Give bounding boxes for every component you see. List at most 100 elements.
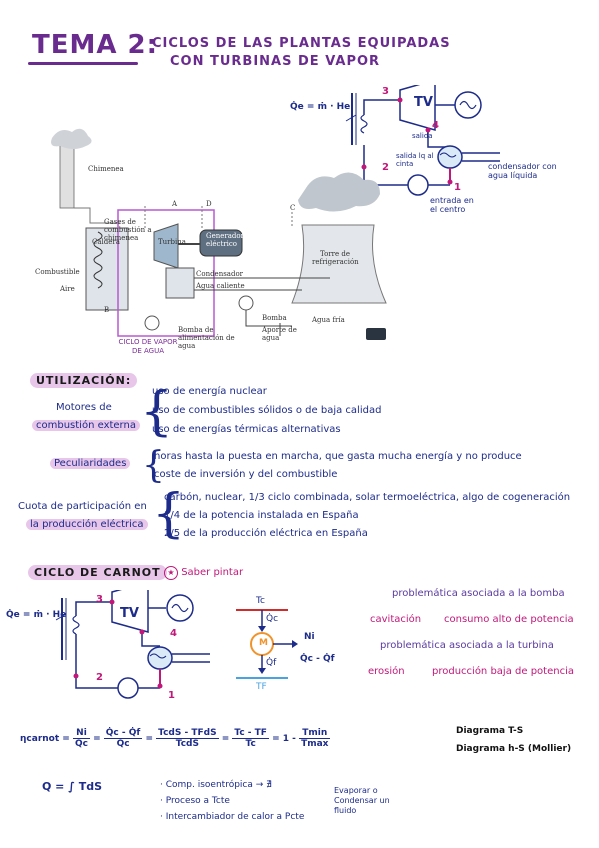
label-aire: Aire (60, 285, 75, 293)
engine-qc: Q̇c (266, 614, 279, 624)
top-salida-label: salida (412, 132, 433, 140)
title-subtitle: CICLOS DE LAS PLANTAS EQUIPADAS CON TURB… (152, 35, 451, 71)
bullet-3: · Intercambiador de calor a Pcte (160, 812, 305, 822)
eq-frac-2-num: Q̇c - Q̇f (103, 728, 143, 739)
utilizacion-heading-text: UTILIZACIÓN: (30, 373, 138, 388)
label-aporte: Aporte de agua (262, 326, 297, 342)
eq-frac-3-num: TcdS - TFdS (156, 728, 219, 739)
motores-item-2: uso de combustibles sólidos o de baja ca… (152, 405, 382, 416)
top-schematic-drawing (345, 79, 500, 196)
evaporar-note: Evaporar o Condensar un fluido (334, 786, 390, 815)
label-agua-caliente: Agua caliente (196, 282, 245, 290)
eq-frac-5-num: Tmin (299, 728, 331, 739)
power-plant-figure (30, 128, 420, 360)
carnot-tv-label: TV (120, 606, 139, 621)
title-underline (28, 62, 138, 65)
engine-qf: Q̇f (266, 658, 277, 668)
engine-tc: Tc (256, 596, 265, 606)
carnot-schematic (20, 581, 220, 700)
label-condensador: Condensador (196, 270, 244, 278)
engine-ni: Ni (304, 632, 315, 642)
eq-frac-4-num: Tc - TF (232, 728, 269, 739)
label-turbina: Turbina (158, 238, 186, 246)
top-q-label: Q̇e = ṁ · He (290, 102, 351, 112)
cuota-label-2: la producción eléctrica (26, 519, 148, 530)
bullet-2-text: Proceso a Tcte (165, 796, 230, 806)
peculiaridades-brace: { (142, 445, 165, 486)
label-agua-fria: Agua fría (312, 316, 345, 324)
label-region-d: D (206, 200, 212, 208)
eq-frac-5-den: Tmax (301, 739, 329, 749)
label-caldera: Caldera (92, 238, 120, 246)
peculiaridades-item-2: coste de inversión y del combustible (154, 469, 338, 480)
carnot-node-1: 1 (168, 690, 175, 701)
motores-label-1: Motores de (56, 402, 112, 413)
eq-eta: ηcarnot (20, 734, 60, 744)
motores-label-2: combustión externa (32, 420, 140, 431)
top-entrada-label: entrada en el centro (430, 196, 474, 214)
top-rankine-schematic (290, 79, 590, 225)
eq-frac-4-den: Tc (245, 739, 256, 749)
carnot-node-4: 4 (170, 628, 177, 639)
cuota-brace: { (152, 484, 186, 544)
cavitacion: cavitación (370, 614, 422, 625)
title-line-2: CON TURBINAS DE VAPOR (170, 54, 381, 69)
motores-item-1: uso de energía nuclear (152, 386, 267, 397)
power-plant-drawing (51, 128, 387, 340)
carnot-heading-text: CICLO DE CARNOT (28, 565, 167, 580)
cuota-item-3: 2/5 de la producción eléctrica en España (164, 528, 368, 539)
star-icon: ★ (164, 566, 178, 580)
title-tema: TEMA 2: (32, 30, 159, 60)
eq-frac-2-den: Q̇c (116, 739, 130, 749)
top-condensador-label: condensador con agua líquida (488, 162, 557, 180)
motores-item-3: uso de energías térmicas alternativas (152, 424, 341, 435)
label-combustible: Combustible (35, 268, 80, 276)
peculiaridades-label: Peculiaridades (50, 458, 131, 469)
engine-m: M (259, 638, 268, 648)
peculiaridades-text: Peculiaridades (50, 458, 131, 469)
title-line-1: CICLOS DE LAS PLANTAS EQUIPADAS (152, 36, 451, 51)
label-bomba-alimentacion: Bomba de alimentación de agua (178, 326, 235, 350)
cuota-item-1: carbón, nuclear, 1/3 ciclo combinada, so… (164, 492, 571, 503)
carnot-q-label: Q̇e = ṁ · He (6, 610, 67, 620)
top-node-4: 4 (432, 120, 439, 131)
diagrama-ts: Diagrama T-S (456, 726, 524, 736)
peculiaridades-item-1: horas hasta la puesta en marcha, que gas… (154, 451, 522, 462)
cuota-label-2-text: la producción eléctrica (26, 519, 148, 530)
label-chimenea: Chimenea (88, 165, 124, 173)
saber-pintar-text: Saber pintar (181, 567, 244, 578)
cuota-label-1: Cuota de participación en (18, 501, 147, 512)
bullet-1: · Comp. isoentrópica → ∄ (160, 780, 272, 790)
engine-tf: TF (256, 682, 267, 692)
top-node-3: 3 (382, 86, 389, 97)
consumo: consumo alto de potencia (444, 614, 574, 625)
q-integral: Q = ∫ TdS (42, 780, 103, 793)
motores-brace: { (140, 382, 174, 442)
label-region-c: C (290, 204, 296, 212)
carnot-node-3: 3 (96, 594, 103, 605)
eq-frac-1-num: Ni (72, 728, 90, 739)
label-torre: Torre de refrigeración (312, 250, 359, 266)
prob-turbina: problemática asociada a la turbina (380, 640, 554, 651)
top-tv-label: TV (414, 95, 433, 110)
label-region-a: A (172, 200, 178, 208)
top-salida-lq-label: salida lq al cinta (396, 152, 434, 168)
eq-frac-1-den: Q̇c (74, 739, 88, 749)
prob-bomba: problemática asociada a la bomba (392, 588, 565, 599)
eq-frac-3-den: TcdS (175, 739, 199, 749)
label-generador: Generador eléctrico (206, 232, 244, 248)
top-node-2: 2 (382, 162, 389, 173)
motores-label-2-text: combustión externa (32, 420, 140, 431)
erosion: erosión (368, 666, 405, 677)
carnot-heading: CICLO DE CARNOT (28, 565, 167, 580)
engine-diff: Q̇c - Q̇f (300, 654, 335, 664)
eq-one: 1 - (282, 734, 296, 744)
top-node-1: 1 (454, 182, 461, 193)
saber-pintar: ★ Saber pintar (164, 566, 243, 580)
label-ciclo-vapor: CICLO DE VAPOR DE AGUA (118, 338, 178, 355)
label-bomba: Bomba (262, 314, 287, 322)
